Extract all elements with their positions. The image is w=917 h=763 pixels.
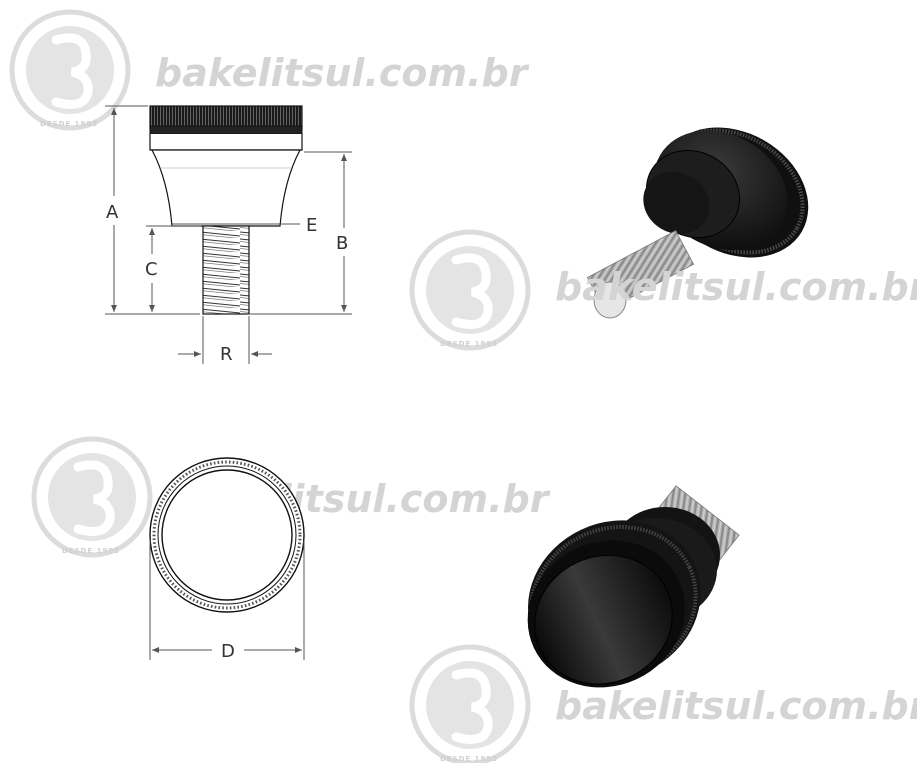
- watermark-text: bakelitsul.com.br: [555, 265, 917, 309]
- isometric-view-bottom: [527, 485, 740, 688]
- dimension-label-r: R: [220, 344, 233, 365]
- top-view: D: [149, 457, 305, 662]
- stud-end-face: [593, 281, 627, 319]
- isometric-view-top: [586, 127, 809, 319]
- dimension-label-d: D: [221, 641, 235, 662]
- watermark-since: DESDE 1995: [40, 120, 98, 128]
- watermark-logo: DESDE 1995: [409, 644, 531, 763]
- watermark-since: DESDE 1995: [440, 755, 498, 763]
- top-view-outer-circle: [149, 457, 305, 613]
- top-view-knurl-ring: [152, 460, 302, 610]
- watermark-text: bakelitsul.com.br: [555, 684, 917, 728]
- watermark-logo: DESDE 1995: [409, 229, 531, 351]
- watermark-logo: DESDE 1995: [9, 9, 131, 131]
- dimension-label-e: E: [306, 215, 317, 236]
- watermark-text: bakelitsul.com.br: [155, 51, 530, 95]
- watermark-since: DESDE 1995: [62, 547, 120, 555]
- dimension-label-b: B: [336, 233, 348, 254]
- threaded-stud: [202, 225, 250, 315]
- side-view: A C E B R: [105, 105, 352, 365]
- watermark-logo: DESDE 1995: [31, 436, 153, 558]
- watermark-since: DESDE 1995: [440, 340, 498, 348]
- dimension-label-a: A: [106, 202, 119, 223]
- dimension-label-c: C: [145, 259, 158, 280]
- tapered-body: [151, 149, 301, 227]
- top-view-inner-circle: [161, 469, 293, 601]
